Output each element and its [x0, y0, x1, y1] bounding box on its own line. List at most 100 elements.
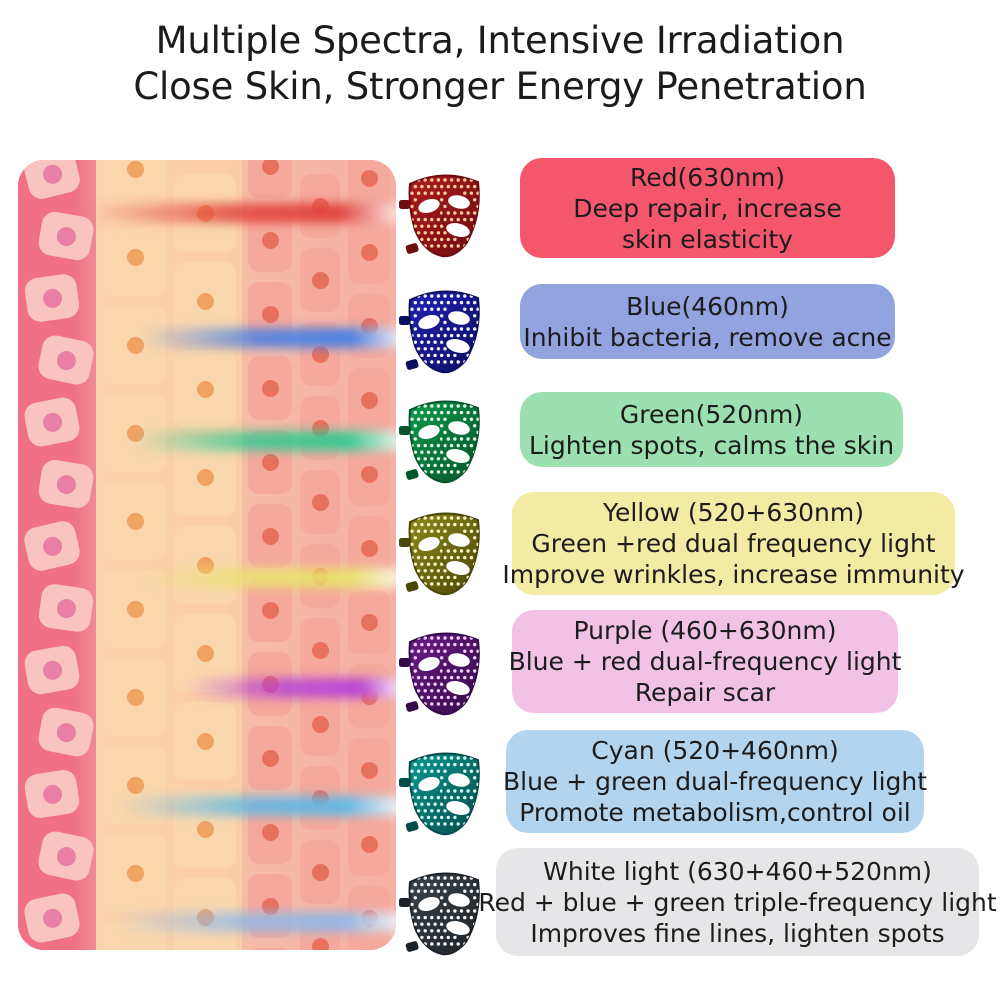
skin-cell — [174, 878, 236, 950]
basal-cell — [22, 768, 82, 820]
skin-cell — [300, 470, 340, 534]
title-line-1: Multiple Spectra, Intensive Irradiation — [155, 19, 845, 62]
spectrum-desc-line1-blue: Inhibit bacteria, remove acne — [523, 322, 892, 352]
led-mask-icon-purple[interactable] — [396, 618, 492, 722]
spectrum-label-cyan: Cyan (520+460nm)Blue + green dual-freque… — [502, 730, 928, 833]
skin-cell — [104, 570, 166, 648]
skin-cell — [248, 430, 292, 494]
spectrum-row-blue: Blue(460nm)Inhibit bacteria, remove acne — [396, 272, 996, 382]
skin-cell — [348, 664, 390, 728]
skin-cell — [104, 394, 166, 472]
basal-cell — [23, 272, 81, 324]
skin-cell — [348, 160, 390, 210]
spectrum-row-cyan: Cyan (520+460nm)Blue + green dual-freque… — [396, 730, 996, 840]
skin-cell — [348, 516, 390, 580]
skin-cell — [300, 766, 340, 830]
skin-cell — [300, 322, 340, 386]
led-mask-icon-yellow[interactable] — [396, 498, 492, 602]
skin-cell — [248, 874, 292, 938]
spectrum-desc-line2-white: Improves fine lines, lighten spots — [530, 918, 945, 948]
skin-cell — [248, 208, 292, 272]
skin-cell — [104, 658, 166, 736]
spectrum-label-yellow: Yellow (520+630nm)Green +red dual freque… — [502, 492, 965, 595]
skin-cell — [348, 220, 390, 284]
skin-cell — [300, 618, 340, 682]
skin-cell — [104, 482, 166, 560]
skin-cell — [348, 812, 390, 876]
skin-cell — [348, 294, 390, 358]
skin-cell — [174, 702, 236, 780]
skin-cell — [300, 396, 340, 460]
skin-cell — [348, 738, 390, 802]
skin-cell — [248, 948, 292, 950]
led-mask-icon-green[interactable] — [396, 386, 492, 490]
skin-cell — [248, 800, 292, 864]
skin-cell — [104, 160, 166, 208]
spectrum-desc-line1-purple: Blue + red dual-frequency light — [508, 647, 902, 676]
skin-cell — [174, 790, 236, 868]
skin-cell — [300, 692, 340, 756]
skin-cell — [300, 248, 340, 312]
skin-cell — [248, 356, 292, 420]
spectrum-desc-line2-yellow: Improve wrinkles, increase immunity — [502, 560, 965, 589]
spectrum-desc-line1-red: Deep repair, increase — [573, 193, 842, 223]
skin-cell — [104, 834, 166, 912]
spectrum-desc-line1-cyan: Blue + green dual-frequency light — [502, 767, 928, 796]
title-line-2: Close Skin, Stronger Energy Penetration — [133, 65, 867, 108]
skin-cell — [174, 262, 236, 340]
spectrum-row-green: Green(520nm)Lighten spots, calms the ski… — [396, 382, 996, 492]
skin-cell — [248, 282, 292, 346]
spectrum-heading-white: White light (630+460+520nm) — [543, 856, 932, 886]
skin-cell — [248, 652, 292, 716]
spectrum-heading-purple: Purple (460+630nm) — [573, 616, 837, 645]
spectrum-desc-line1-yellow: Green +red dual frequency light — [531, 529, 936, 558]
spectrum-label-white: White light (630+460+520nm)Red + blue + … — [478, 848, 997, 956]
led-mask-icon-blue[interactable] — [396, 276, 492, 380]
skin-cell — [348, 368, 390, 432]
skin-cell — [248, 504, 292, 568]
skin-cell — [248, 726, 292, 790]
skin-cell — [174, 526, 236, 604]
skin-cell — [248, 160, 292, 198]
skin-cell — [348, 590, 390, 654]
skin-cell — [248, 578, 292, 642]
spectrum-desc-line2-purple: Repair scar — [634, 678, 776, 707]
page-title: Multiple Spectra, Intensive Irradiation … — [0, 18, 1000, 110]
spectrum-label-purple: Purple (460+630nm)Blue + red dual-freque… — [509, 610, 901, 713]
skin-cell — [104, 306, 166, 384]
skin-cell — [300, 174, 340, 238]
spectrum-desc-line2-cyan: Promote metabolism,control oil — [519, 798, 911, 827]
led-mask-icon-red[interactable] — [396, 160, 492, 264]
skin-cell — [174, 174, 236, 252]
spectrum-row-white: White light (630+460+520nm)Red + blue + … — [396, 848, 997, 958]
spectrum-desc-line2-red: skin elasticity — [622, 224, 793, 254]
skin-cell — [174, 438, 236, 516]
skin-cell — [300, 544, 340, 608]
skin-cell — [300, 840, 340, 904]
spectrum-row-purple: Purple (460+630nm)Blue + red dual-freque… — [396, 610, 996, 720]
spectrum-heading-cyan: Cyan (520+460nm) — [591, 736, 839, 765]
skin-cell — [348, 442, 390, 506]
skin-cross-section-diagram — [18, 160, 396, 950]
spectrum-heading-green: Green(520nm) — [619, 399, 804, 429]
spectrum-label-green: Green(520nm)Lighten spots, calms the ski… — [520, 392, 903, 467]
spectrum-desc-line1-green: Lighten spots, calms the skin — [528, 430, 895, 460]
spectrum-heading-blue: Blue(460nm) — [626, 291, 789, 321]
skin-cell — [348, 886, 390, 950]
led-mask-icon-cyan[interactable] — [396, 738, 492, 842]
skin-cell — [104, 218, 166, 296]
spectrum-heading-yellow: Yellow (520+630nm) — [603, 498, 864, 527]
basal-cell — [37, 582, 95, 634]
skin-cell — [104, 746, 166, 824]
skin-cell — [174, 614, 236, 692]
spectrum-row-yellow: Yellow (520+630nm)Green +red dual freque… — [396, 492, 996, 602]
skin-cell — [300, 914, 340, 950]
basal-cell — [36, 458, 96, 510]
basal-cell — [36, 209, 96, 263]
skin-cell — [104, 922, 166, 950]
led-mask-icon-white[interactable] — [396, 858, 492, 962]
spectrum-label-blue: Blue(460nm)Inhibit bacteria, remove acne — [520, 284, 895, 359]
